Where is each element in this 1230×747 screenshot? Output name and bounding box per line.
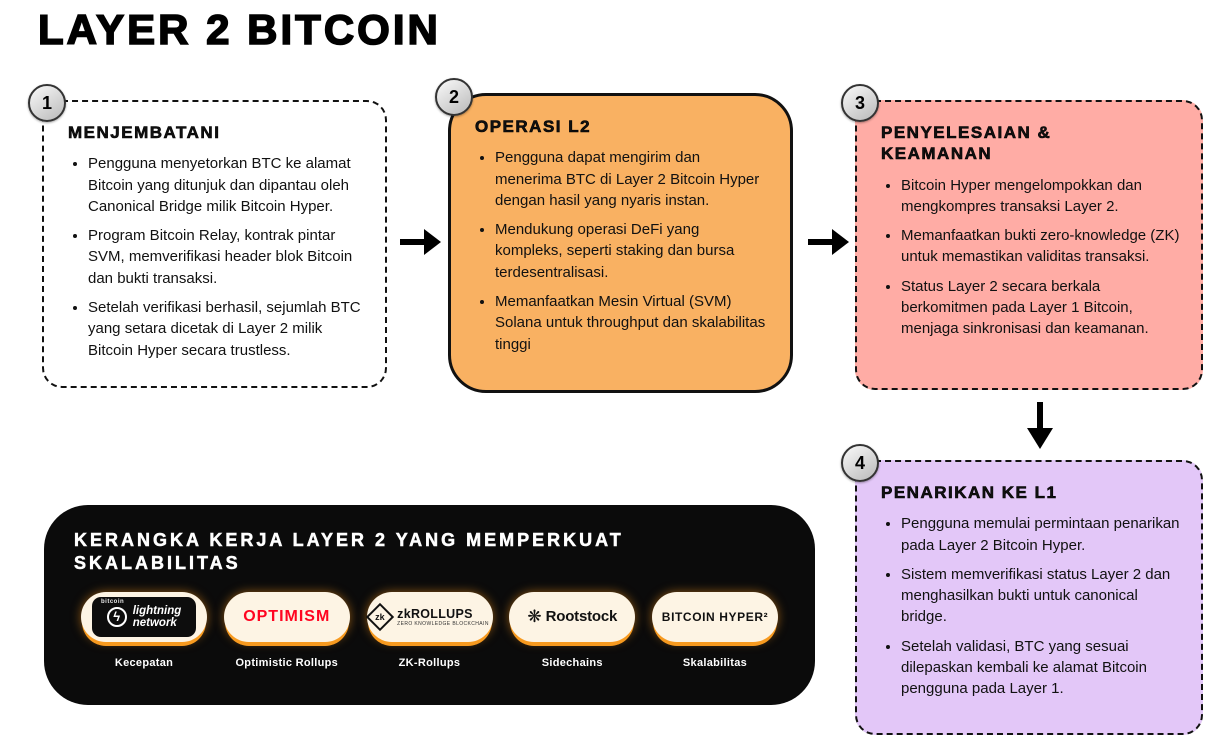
- zk-rollups-logo: zk zkROLLUPS ZERO KNOWLEDGE BLOCKCHAIN: [366, 602, 489, 631]
- logo-label: Optimistic Rollups: [235, 656, 339, 669]
- step-number: 2: [448, 86, 459, 107]
- step-number: 3: [854, 92, 865, 113]
- step-number-badge: 3: [841, 84, 879, 122]
- bullet-list: Pengguna dapat mengirim dan menerima BTC…: [471, 147, 770, 355]
- lightning-network-wordmark: lightning network: [133, 605, 182, 629]
- bullet-list: Pengguna menyetorkan BTC ke alamat Bitco…: [64, 153, 365, 361]
- card-heading: OPERASI L2: [475, 117, 592, 137]
- panel-heading: KERANGKA KERJA LAYER 2 YANG MEMPERKUAT S…: [74, 530, 624, 574]
- framework-item-zk-rollups: zk zkROLLUPS ZERO KNOWLEDGE BLOCKCHAIN Z…: [360, 591, 500, 669]
- rootstock-badge: ❋ Rootstock: [509, 591, 636, 642]
- lightning-network-logo: bitcoin ϟ lightning network: [92, 596, 196, 637]
- bullet-list: Pengguna memulai permintaan penarikan pa…: [877, 513, 1181, 699]
- network-word: network: [132, 616, 177, 629]
- bullet-item: Pengguna memulai permintaan penarikan pa…: [901, 513, 1181, 556]
- arrow-right-icon: [400, 229, 441, 255]
- logo-label: Sidechains: [541, 656, 603, 669]
- card-menjembatani: 1 MENJEMBATANI Pengguna menyetorkan BTC …: [28, 84, 387, 388]
- bullet-list: Bitcoin Hyper mengelompokkan dan mengkom…: [877, 175, 1181, 340]
- framework-panel: KERANGKA KERJA LAYER 2 YANG MEMPERKUAT S…: [44, 505, 815, 705]
- bullet-item: Pengguna dapat mengirim dan menerima BTC…: [495, 147, 770, 211]
- arrow-right-icon: [808, 229, 849, 255]
- logo-label: ZK-Rollups: [398, 656, 461, 669]
- framework-item-optimism: OPTIMISM Optimistic Rollups: [217, 591, 357, 669]
- optimism-logo: OPTIMISM: [243, 607, 331, 625]
- zk-rollups-badge: zk zkROLLUPS ZERO KNOWLEDGE BLOCKCHAIN: [366, 591, 493, 642]
- logo-label: Skalabilitas: [682, 656, 748, 669]
- zk-rollups-subtext: ZERO KNOWLEDGE BLOCKCHAIN: [397, 620, 489, 627]
- bullet-item: Mendukung operasi DeFi yang kompleks, se…: [495, 219, 770, 283]
- step-number-badge: 4: [841, 444, 879, 482]
- card-heading: MENJEMBATANI: [68, 123, 221, 143]
- page-title: LAYER 2 BITCOIN: [37, 5, 441, 54]
- bullet-item: Setelah validasi, BTC yang sesuai dilepa…: [901, 636, 1181, 700]
- optimism-badge: OPTIMISM: [223, 591, 350, 642]
- card-heading: PENYELESAIAN & KEAMANAN: [881, 123, 1052, 164]
- step-number: 1: [41, 92, 52, 113]
- zk-rollups-name: zkROLLUPS: [397, 606, 473, 621]
- bullet-item: Memanfaatkan Mesin Virtual (SVM) Solana …: [495, 291, 770, 355]
- bullet-item: Sistem memverifikasi status Layer 2 dan …: [901, 564, 1181, 628]
- framework-item-rootstock: ❋ Rootstock Sidechains: [502, 591, 642, 669]
- lightning-word: lightning: [132, 604, 182, 617]
- lightning-network-badge: bitcoin ϟ lightning network: [81, 591, 207, 642]
- card-heading: PENARIKAN KE L1: [881, 483, 1058, 503]
- card-penarikan-ke-l1: 4 PENARIKAN KE L1 Pengguna memulai permi…: [841, 444, 1203, 735]
- bullet-item: Program Bitcoin Relay, kontrak pintar SV…: [88, 225, 365, 289]
- zk-diamond-icon: zk: [366, 602, 395, 631]
- step-number-badge: 1: [28, 84, 66, 122]
- bitcoin-wordmark: bitcoin: [101, 598, 125, 605]
- bitcoin-hyper-logo: BITCOIN HYPER²: [661, 609, 769, 624]
- rootstock-flower-icon: ❋: [527, 607, 542, 627]
- lightning-bolt-icon: ϟ: [106, 606, 127, 627]
- bullet-item: Pengguna menyetorkan BTC ke alamat Bitco…: [88, 153, 365, 217]
- zk-wordmark: zkROLLUPS ZERO KNOWLEDGE BLOCKCHAIN: [397, 607, 489, 627]
- framework-item-lightning-network: bitcoin ϟ lightning network Kecepatan: [74, 591, 214, 669]
- arrow-down-icon: [1027, 402, 1053, 449]
- bullet-item: Bitcoin Hyper mengelompokkan dan mengkom…: [901, 175, 1181, 218]
- card-penyelesaian-keamanan: 3 PENYELESAIAN & KEAMANAN Bitcoin Hyper …: [841, 84, 1203, 390]
- logo-label: Kecepatan: [114, 656, 174, 669]
- bullet-item: Setelah verifikasi berhasil, sejumlah BT…: [88, 297, 365, 361]
- card-operasi-l2: 2 OPERASI L2 Pengguna dapat mengirim dan…: [435, 78, 793, 393]
- step-number: 4: [854, 452, 865, 473]
- bitcoin-hyper-badge: BITCOIN HYPER²: [652, 591, 778, 642]
- rootstock-name: Rootstock: [545, 608, 618, 626]
- zk-diamond-text: zk: [375, 611, 385, 622]
- rootstock-logo: ❋ Rootstock: [527, 608, 617, 625]
- step-number-badge: 2: [435, 78, 473, 116]
- bullet-item: Memanfaatkan bukti zero-knowledge (ZK) u…: [901, 225, 1181, 268]
- bullet-item: Status Layer 2 secara berkala berkomitme…: [901, 276, 1181, 340]
- framework-item-bitcoin-hyper: BITCOIN HYPER² Skalabilitas: [645, 591, 785, 669]
- framework-logos-row: bitcoin ϟ lightning network Kecepatan OP…: [74, 591, 785, 669]
